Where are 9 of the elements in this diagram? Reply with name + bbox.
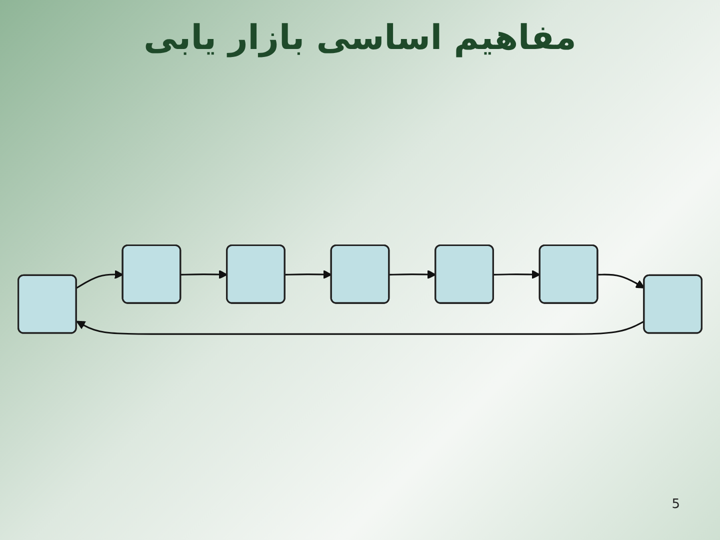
- slide-title: مفاهیم اساسی بازار یابی: [142, 18, 578, 58]
- arrow: [285, 270, 332, 280]
- arrow: [494, 270, 541, 280]
- arrow: [76, 320, 645, 336]
- arrow: [389, 270, 436, 280]
- page-number: 5: [672, 497, 680, 512]
- arrow: [76, 270, 124, 290]
- arrow: [180, 270, 228, 280]
- arrow: [598, 274, 645, 289]
